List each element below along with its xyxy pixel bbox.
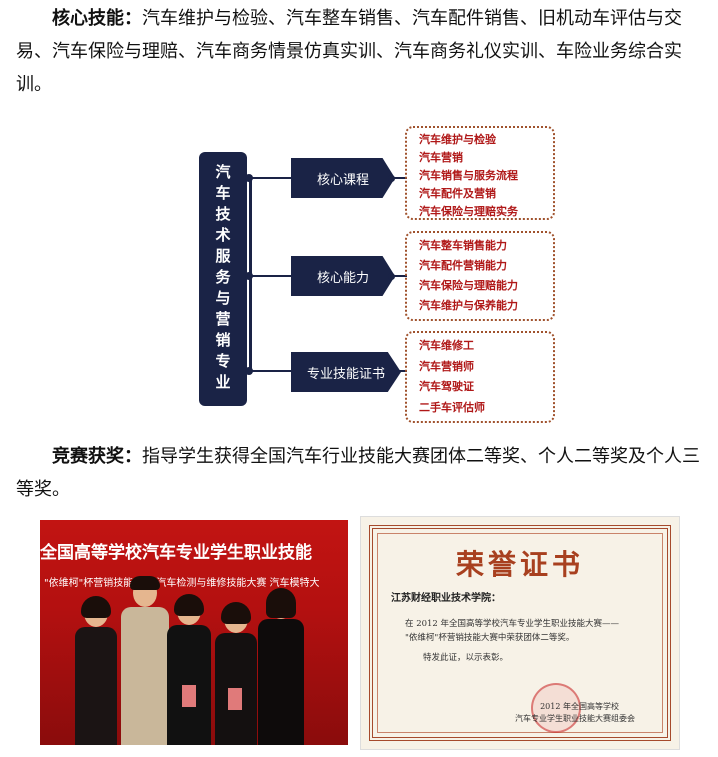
- certificate-frame: [369, 525, 671, 741]
- connector-dot-abilities: [245, 272, 253, 280]
- list-item: 汽车销售与服务流程: [419, 169, 518, 182]
- awards-text: 指导学生获得全国汽车行业技能大赛团体二等奖、个人二等奖及个人三等奖。: [16, 446, 700, 500]
- list-item: 汽车驾驶证: [419, 380, 474, 393]
- certificate-issuer: 2012 年全国高等学校: [540, 702, 619, 711]
- box-dot-certificates: [388, 368, 395, 375]
- connector-dot-courses: [245, 174, 253, 182]
- list-item: 汽车维护与检验: [419, 133, 496, 146]
- tag-skill-certificates: 专业技能证书: [291, 352, 401, 392]
- award-ceremony-photo: 全国高等学校汽车专业学生职业技能 "依维柯"杯营销技能大赛 汽车检测与维修技能大…: [40, 520, 348, 745]
- major-name: 汽车技术服务与营销专业: [213, 163, 232, 395]
- certificate-line: 在 2012 年全国高等学校汽车专业学生职业技能大赛——: [405, 619, 620, 629]
- certificate-seal: [531, 683, 581, 733]
- list-item: 汽车保险与理赔实务: [419, 205, 518, 218]
- box-connector-abilities: [392, 275, 407, 277]
- box-core-courses: 汽车维护与检验 汽车营销 汽车销售与服务流程 汽车配件及营销 汽车保险与理赔实务: [405, 126, 555, 220]
- photo-person: [214, 602, 258, 745]
- photo-person: [74, 596, 118, 745]
- list-item: 汽车配件及营销: [419, 187, 496, 200]
- connector-arm-certificates: [249, 370, 293, 372]
- tag-core-courses: 核心课程: [291, 158, 395, 198]
- awards-paragraph: 竞赛获奖：指导学生获得全国汽车行业技能大赛团体二等奖、个人二等奖及个人三等奖。: [16, 440, 710, 506]
- certificate-inner-frame: [377, 533, 663, 733]
- box-connector-certificates: [392, 370, 407, 372]
- core-skills-text: 汽车维护与检验、汽车整车销售、汽车配件销售、旧机动车评估与交易、汽车保险与理赔、…: [16, 8, 682, 95]
- certificate-recipient: 江苏财经职业技术学院：: [391, 593, 501, 604]
- awards-label: 竞赛获奖：: [52, 446, 142, 467]
- core-skills-paragraph: 核心技能：汽车维护与检验、汽车整车销售、汽车配件销售、旧机动车评估与交易、汽车保…: [16, 2, 710, 101]
- photo-person: [258, 588, 304, 745]
- box-dot-courses: [388, 175, 395, 182]
- list-item: 汽车保险与理赔能力: [419, 279, 518, 292]
- list-item: 二手车评估师: [419, 400, 485, 414]
- box-dot-abilities: [388, 273, 395, 280]
- tag-core-abilities: 核心能力: [291, 256, 395, 296]
- major-name-bar: 汽车技术服务与营销专业: [199, 152, 247, 406]
- list-item: 汽车营销师: [419, 359, 474, 373]
- core-skills-label: 核心技能：: [52, 8, 142, 29]
- list-item: 汽车配件营销能力: [419, 259, 507, 272]
- photo-person: [166, 594, 212, 745]
- certificate-line: "依维柯"杯营销技能大赛中荣获团体二等奖。: [405, 633, 575, 643]
- box-connector-courses: [392, 177, 407, 179]
- connector-dot-certificates: [245, 367, 253, 375]
- certificate-title: 荣誉证书: [455, 548, 584, 581]
- list-item: 汽车整车销售能力: [419, 239, 507, 252]
- award-certificate-prop: [228, 688, 242, 710]
- list-item: 汽车维护与保养能力: [419, 299, 518, 312]
- connector-arm-courses: [249, 177, 293, 179]
- certificate-line: 特发此证，以示表彰。: [423, 653, 509, 663]
- list-item: 汽车维修工: [419, 339, 474, 352]
- photo-person: [120, 576, 170, 745]
- box-skill-certificates: 汽车维修工 汽车营销师 汽车驾驶证 二手车评估师: [405, 331, 555, 423]
- honor-certificate-image: 荣誉证书 江苏财经职业技术学院： 在 2012 年全国高等学校汽车专业学生职业技…: [360, 516, 680, 750]
- certificate-issuer: 汽车专业学生职业技能大赛组委会: [515, 714, 635, 723]
- list-item: 汽车营销: [419, 151, 463, 164]
- photo-banner-text: 全国高等学校汽车专业学生职业技能: [40, 543, 312, 563]
- photo-subbanner-text: "依维柯"杯营销技能大赛 汽车检测与维修技能大赛 汽车模特大: [44, 578, 320, 589]
- award-certificate-prop: [182, 685, 196, 707]
- connector-arm-abilities: [249, 275, 293, 277]
- box-core-abilities: 汽车整车销售能力 汽车配件营销能力 汽车保险与理赔能力 汽车维护与保养能力: [405, 231, 555, 321]
